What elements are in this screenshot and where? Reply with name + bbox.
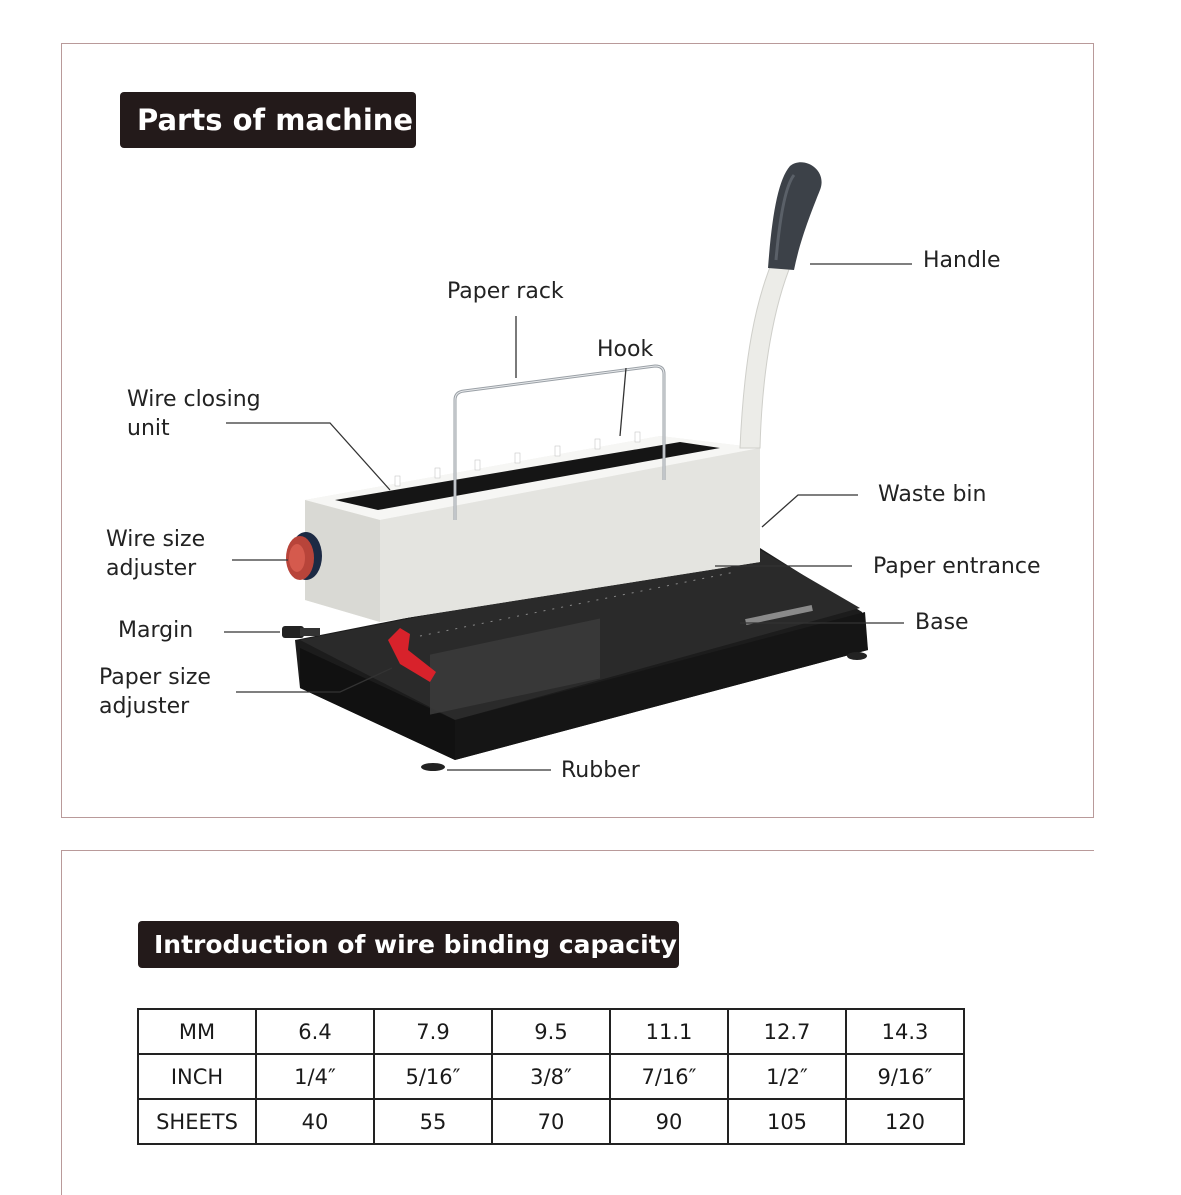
parts-title: Parts of machine <box>120 92 416 148</box>
table-cell: 9.5 <box>491 1008 611 1055</box>
table-cell: 12.7 <box>727 1008 847 1055</box>
label-wire-size-adjuster-1: Wire size <box>106 527 206 552</box>
label-paper-size-adjuster-1: Paper size <box>99 665 211 690</box>
wire-closing-unit-body <box>305 431 760 622</box>
label-margin: Margin <box>118 618 194 643</box>
paper-rack-wire <box>453 364 666 520</box>
table-cell: 55 <box>373 1098 493 1145</box>
label-rubber: Rubber <box>561 758 640 783</box>
table-cell: 70 <box>491 1098 611 1145</box>
table-cell: 40 <box>255 1098 375 1145</box>
label-wire-closing-unit-1: Wire closing <box>127 387 261 412</box>
paper-size-adjuster-lever <box>388 628 436 682</box>
table-cell: 9/16″ <box>845 1053 965 1100</box>
capacity-title: Introduction of wire binding capacity <box>138 921 679 968</box>
label-wire-closing-unit-2: unit <box>127 416 170 441</box>
table-cell: 7/16″ <box>609 1053 729 1100</box>
label-hook: Hook <box>597 337 654 362</box>
table-cell: 3/8″ <box>491 1053 611 1100</box>
label-paper-entrance: Paper entrance <box>873 554 1041 579</box>
table-cell: 120 <box>845 1098 965 1145</box>
table-cell: 1/2″ <box>727 1053 847 1100</box>
wire-size-adjuster-dial <box>286 532 322 580</box>
table-cell: 105 <box>727 1098 847 1145</box>
row-header-mm: MM <box>137 1008 257 1055</box>
label-paper-size-adjuster-2: adjuster <box>99 694 190 719</box>
table-cell: 6.4 <box>255 1008 375 1055</box>
handle-lever <box>739 162 822 449</box>
label-waste-bin: Waste bin <box>878 482 987 507</box>
label-wire-size-adjuster-2: adjuster <box>106 556 197 581</box>
label-paper-rack: Paper rack <box>447 279 564 304</box>
capacity-table: MM 6.4 7.9 9.5 11.1 12.7 14.3 INCH 1/4″ … <box>137 1008 965 1145</box>
row-header-inch: INCH <box>137 1053 257 1100</box>
rubber-foot <box>421 763 445 771</box>
table-row-inch: INCH 1/4″ 5/16″ 3/8″ 7/16″ 1/2″ 9/16″ <box>137 1053 965 1100</box>
table-cell: 11.1 <box>609 1008 729 1055</box>
label-handle: Handle <box>923 248 1001 273</box>
table-row-mm: MM 6.4 7.9 9.5 11.1 12.7 14.3 <box>137 1008 965 1055</box>
table-cell: 5/16″ <box>373 1053 493 1100</box>
table-cell: 7.9 <box>373 1008 493 1055</box>
rubber-foot-right <box>847 652 867 660</box>
table-cell: 90 <box>609 1098 729 1145</box>
label-base: Base <box>915 610 969 635</box>
table-cell: 1/4″ <box>255 1053 375 1100</box>
table-cell: 14.3 <box>845 1008 965 1055</box>
row-header-sheets: SHEETS <box>137 1098 257 1145</box>
machine-base <box>295 548 868 760</box>
leader-lines <box>224 263 912 771</box>
margin-knob <box>282 626 320 638</box>
table-row-sheets: SHEETS 40 55 70 90 105 120 <box>137 1098 965 1145</box>
